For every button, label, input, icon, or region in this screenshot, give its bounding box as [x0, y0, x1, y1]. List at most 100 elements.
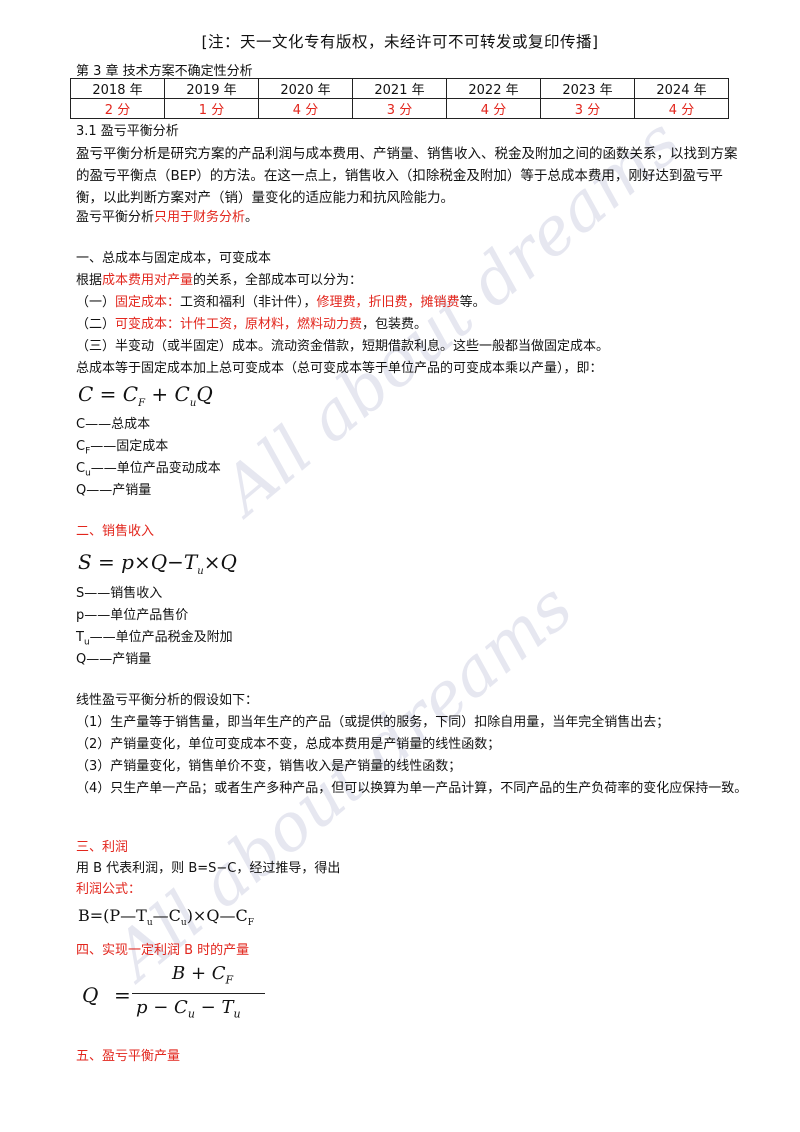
formula-operator: + [145, 382, 175, 406]
formula-text: p − C [136, 997, 188, 1018]
subscript: F [85, 446, 91, 457]
text: 等。 [459, 295, 486, 310]
assumption-item: （3）产销量变化，销售单价不变，销售收入是产销量的线性函数； [76, 759, 462, 774]
definition-total-cost: C——总成本 [76, 414, 150, 436]
text: ——固定成本 [90, 439, 169, 454]
text: 的关系，全部成本可以分为： [193, 273, 363, 288]
definition-quantity: Q——产销量 [76, 480, 151, 502]
text: C [76, 461, 86, 476]
subscript: u [83, 637, 90, 648]
table-cell: 2022 年 [446, 78, 541, 99]
text: T [76, 630, 84, 645]
formula-lhs: Q [82, 983, 99, 1007]
chapter-title: 第 3 章 技术方案不确定性分析 [76, 64, 253, 79]
formula-text: − T [194, 997, 234, 1018]
table-cell: 2023 年 [540, 78, 635, 99]
formula-subscript: u [180, 918, 187, 929]
cost-basis: 根据成本费用对产量的关系，全部成本可以分为： [76, 270, 362, 292]
text: （二） [76, 317, 116, 332]
highlight-text: 成本费用对产量 [102, 273, 194, 288]
profit-description: 用 B 代表利润，则 B=S−C，经过推导，得出 [76, 861, 341, 876]
table-cell: 2 分 [70, 98, 165, 119]
table-row-years: 2018 年 2019 年 2020 年 2021 年 2022 年 2023 … [70, 78, 729, 99]
heading-cost: 一、总成本与固定成本，可变成本 [76, 251, 272, 266]
text: ——产销量 [86, 483, 152, 498]
definition-unit-price: p——单位产品售价 [76, 605, 188, 627]
text: p [76, 608, 85, 623]
profit-formula-label: 利润公式： [76, 882, 142, 897]
formula-subscript: u [146, 918, 153, 929]
highlight-text: 固定成本： [115, 295, 181, 310]
copyright-notice: [注：天一文化专有版权，未经许可不可转发或复印传播] [201, 33, 599, 51]
semi-variable-cost-item: （三）半变动（或半固定）成本。流动资金借款，短期借款利息。这些一般都当做固定成本… [76, 339, 610, 354]
text: C [76, 439, 86, 454]
formula-subscript: F [247, 918, 254, 929]
table-cell: 3 分 [540, 98, 635, 119]
table-cell: 2020 年 [258, 78, 353, 99]
heading-profit: 三、利润 [76, 840, 129, 855]
text: S [76, 586, 85, 601]
assumption-item: （4）只生产单一产品；或者生产多种产品，但可以换算为单一产品计算，不同产品的生产… [76, 781, 748, 796]
profit-formula: B=(P—Tu—Cu)×Q—CF [78, 905, 254, 934]
heading-target-profit-quantity: 四、实现一定利润 B 时的产量 [76, 943, 250, 958]
formula-subscript: u [197, 566, 204, 577]
assumptions-title: 线性盈亏平衡分析的假设如下： [76, 693, 259, 708]
text: C [76, 417, 86, 432]
definition-sales: S——销售收入 [76, 583, 162, 605]
total-cost-description: 总成本等于固定成本加上总可变成本（总可变成本等于单位产品的可变成本乘以产量），即… [76, 361, 603, 376]
text: ，包装费。 [362, 317, 428, 332]
formula-text: S = p×Q−T [78, 550, 198, 574]
heading-sales-revenue: 二、销售收入 [76, 524, 155, 539]
highlight-text: 可变成本：计件工资，原材料，燃料动力费 [115, 317, 363, 332]
formula-subscript: u [187, 1007, 195, 1021]
table-cell: 2024 年 [634, 78, 729, 99]
table-cell: 2018 年 [70, 78, 165, 99]
text: ——单位产品税金及附加 [89, 630, 233, 645]
text: ——单位产品售价 [84, 608, 189, 623]
formula-text: B + C [172, 963, 226, 984]
text: 工资和福利（非计件）， [180, 295, 317, 310]
text: Q [76, 652, 87, 667]
formula-subscript: F [225, 973, 234, 987]
definition-quantity-2: Q——产销量 [76, 649, 151, 671]
formula-symbol: C [122, 382, 139, 406]
text: 根据 [76, 273, 103, 288]
text: ——单位产品变动成本 [90, 461, 221, 476]
formula-subscript: u [189, 398, 197, 409]
intro-note: 盈亏平衡分析只用于财务分析。 [76, 207, 258, 229]
text: 盈亏平衡分析 [76, 210, 155, 225]
table-cell: 1 分 [164, 98, 259, 119]
formula-subscript: F [138, 398, 146, 409]
assumption-item: （1）生产量等于销售量，即当年生产的产品（或提供的服务，下同）扣除自用量，当年完… [76, 715, 670, 730]
formula-text: —C [152, 906, 181, 925]
heading-break-even-quantity: 五、盈亏平衡产量 [76, 1049, 181, 1064]
highlight-text: 修理费，折旧费，摊销费 [316, 295, 460, 310]
formula-subscript: u [233, 1007, 241, 1021]
text: ——销售收入 [84, 586, 163, 601]
table-row-scores: 2 分 1 分 4 分 3 分 4 分 3 分 4 分 [70, 98, 729, 119]
definition-unit-tax: Tu——单位产品税金及附加 [76, 627, 233, 654]
table-cell: 2021 年 [352, 78, 447, 99]
table-cell: 4 分 [446, 98, 541, 119]
formula-text: ×Q [203, 550, 237, 574]
text: ——总成本 [85, 417, 151, 432]
formula-denominator: p − Cu − Tu [136, 997, 241, 1021]
table-cell: 4 分 [634, 98, 729, 119]
fraction-bar [132, 993, 265, 994]
text: Q [76, 483, 87, 498]
definition-unit-variable-cost: Cu——单位产品变动成本 [76, 458, 221, 485]
text: ——产销量 [86, 652, 152, 667]
table-cell: 2019 年 [164, 78, 259, 99]
assumption-item: （2）产销量变化，单位可变成本不变，总成本费用是产销量的线性函数； [76, 737, 501, 752]
subscript: u [85, 468, 91, 479]
formula-text: B=(P—T [78, 906, 147, 925]
exam-score-table: 2018 年 2019 年 2020 年 2021 年 2022 年 2023 … [70, 78, 729, 119]
intro-paragraph: 盈亏平衡分析是研究方案的产品利润与成本费用、产销量、销售收入、税金及附加之间的函… [76, 146, 738, 206]
definition-fixed-cost: CF——固定成本 [76, 436, 168, 463]
section-heading: 3.1 盈亏平衡分析 [76, 124, 179, 139]
table-cell: 3 分 [352, 98, 447, 119]
formula-equals: = [114, 983, 131, 1007]
sales-revenue-formula: S = p×Q−Tu×Q [78, 550, 237, 577]
formula-symbol: Q [196, 382, 213, 406]
